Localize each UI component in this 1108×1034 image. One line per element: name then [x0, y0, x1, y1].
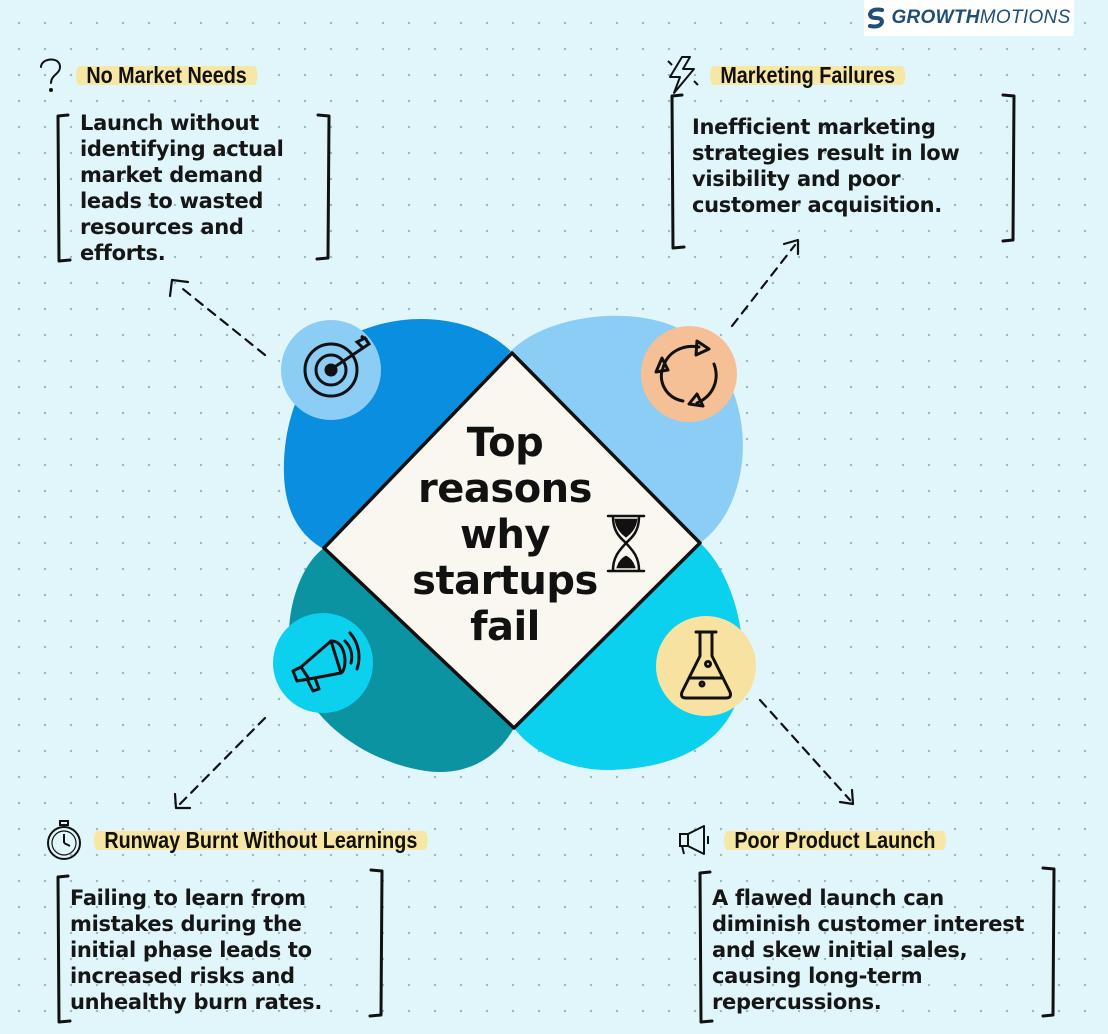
center-title-line: Top: [466, 420, 544, 466]
bracket-left-3: [56, 874, 72, 1024]
bracket-right-3: [368, 868, 384, 1018]
flask-icon: [656, 616, 756, 716]
heading-runway-burnt: Runway Burnt Without Learnings: [44, 820, 482, 860]
hourglass-icon: [606, 514, 646, 573]
target-icon: [281, 320, 381, 420]
bracket-right-1: [315, 113, 331, 261]
recycle-arrows-icon: [641, 326, 737, 422]
paragraph-no-market-needs: Launch without identifying actual market…: [80, 111, 284, 265]
loudspeaker-icon: [679, 825, 709, 855]
heading-poor-product-launch: Poor Product Launch: [678, 823, 982, 857]
heading-label: Marketing Failures: [710, 61, 906, 89]
arrowhead-bottom-left: [173, 792, 192, 810]
arrowhead-top-right: [782, 238, 800, 256]
center-title-line: fail: [470, 604, 540, 650]
paragraph-poor-product-launch: A flawed launch can diminish customer in…: [712, 886, 1025, 1014]
brand-name: GROWTHMOTIONS: [891, 7, 1071, 28]
bracket-right-2: [1001, 93, 1016, 243]
arrowhead-bottom-right: [838, 788, 855, 806]
heading-label: No Market Needs: [76, 61, 258, 89]
center-diamond: [322, 351, 702, 730]
blob-bottom-right: [514, 543, 744, 771]
center-title: Top reasons why startups fail: [400, 420, 610, 650]
center-title-line: startups: [412, 558, 598, 604]
lightning-icon: [667, 56, 699, 94]
question-mark-icon: [40, 58, 62, 92]
heading-marketing-failures: Marketing Failures: [664, 56, 937, 94]
bracket-right-4: [1041, 866, 1056, 1018]
heading-no-market-needs: No Market Needs: [36, 58, 287, 92]
paragraph-runway-burnt: Failing to learn from mistakes during th…: [70, 886, 323, 1014]
stopwatch-icon: [47, 820, 81, 860]
bracket-left-4: [698, 870, 714, 1024]
connector-top-right: [730, 243, 797, 328]
connector-bottom-left: [178, 716, 267, 806]
bracket-left-2: [670, 93, 686, 250]
bracket-left-1: [56, 113, 72, 263]
megaphone-icon: [273, 613, 373, 713]
blob-bottom-left: [289, 548, 514, 773]
arrowhead-top-left: [168, 278, 190, 298]
heading-label: Poor Product Launch: [724, 826, 946, 854]
heading-label: Runway Burnt Without Learnings: [94, 826, 428, 854]
center-title-line: reasons: [418, 466, 592, 512]
logo-mark-icon: [868, 7, 885, 29]
paragraph-marketing-failures: Inefficient marketing strategies result …: [692, 115, 960, 217]
center-title-line: why: [459, 512, 551, 558]
brand-logo: GROWTHMOTIONS: [864, 0, 1074, 36]
connector-top-left: [176, 283, 267, 357]
connector-bottom-right: [758, 698, 852, 802]
